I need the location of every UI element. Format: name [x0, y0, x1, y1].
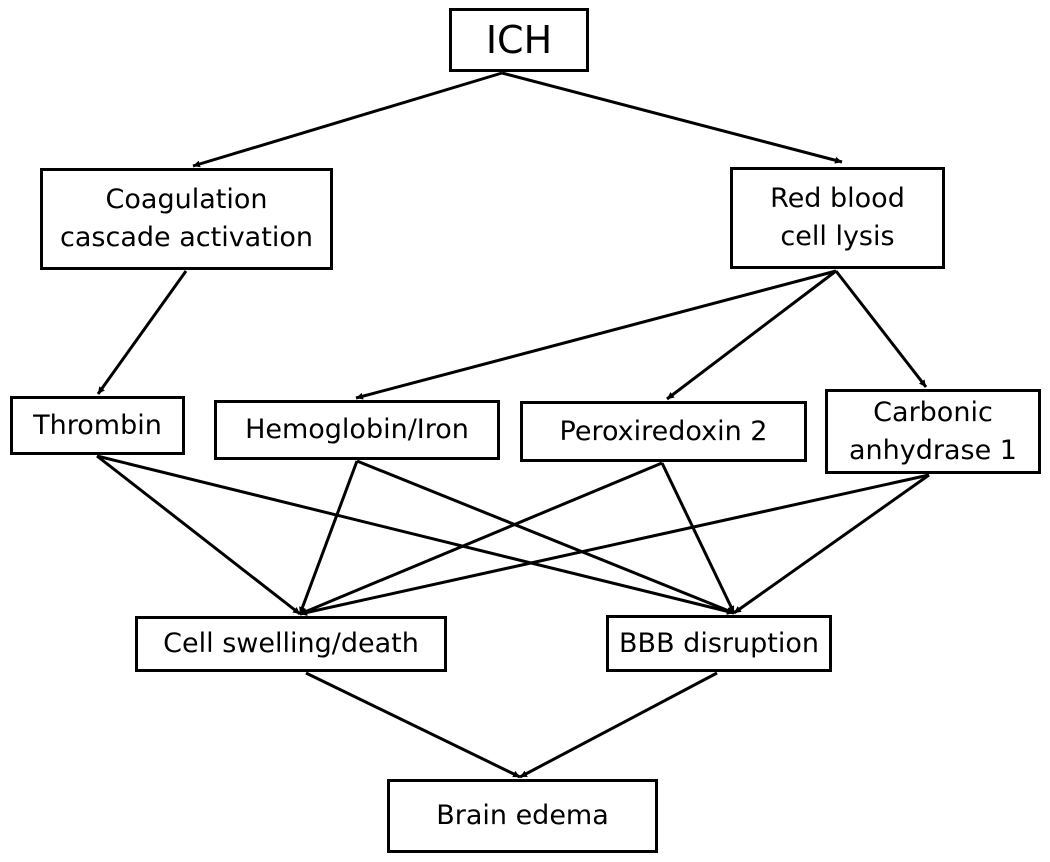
- arrow-hemo-to-bbb: [356, 459, 735, 615]
- arrow-ich-to-rbc: [501, 71, 843, 164]
- node-bbb-disruption: BBB disruption: [606, 615, 832, 672]
- node-hemoglobin-iron: Hemoglobin/Iron: [214, 400, 500, 460]
- node-red-blood-cell-lysis: Red blood cell lysis: [730, 167, 945, 269]
- arrow-ich-to-coag: [192, 71, 503, 168]
- arrow-rbc-to-hemo: [355, 269, 837, 400]
- arrow-carb-to-bbb: [733, 473, 930, 615]
- node-peroxiredoxin-2: Peroxiredoxin 2: [520, 401, 807, 462]
- arrow-bbb-to-edema: [519, 671, 718, 779]
- arrow-perox-to-bbb: [660, 462, 736, 614]
- node-ich: ICH: [449, 8, 589, 72]
- arrow-coag-to-thrombin: [96, 270, 188, 395]
- arrow-rbc-to-carb: [834, 270, 928, 388]
- node-brain-edema: Brain edema: [387, 779, 658, 853]
- arrow-carb-to-cell: [299, 473, 930, 616]
- arrow-cell-to-edema: [305, 671, 521, 779]
- arrow-rbc-to-perox: [666, 269, 837, 401]
- node-cell-swelling-death: Cell swelling/death: [135, 616, 447, 672]
- node-coagulation-cascade-activation: Coagulation cascade activation: [40, 168, 333, 270]
- arrow-thrombin-to-bbb: [96, 454, 735, 615]
- arrow-hemo-to-cell: [298, 460, 359, 615]
- arrow-thrombin-to-cell: [96, 454, 301, 616]
- node-carbonic-anhydrase-1: Carbonic anhydrase 1: [825, 389, 1041, 474]
- arrow-perox-to-cell: [299, 461, 663, 616]
- node-thrombin: Thrombin: [10, 396, 185, 455]
